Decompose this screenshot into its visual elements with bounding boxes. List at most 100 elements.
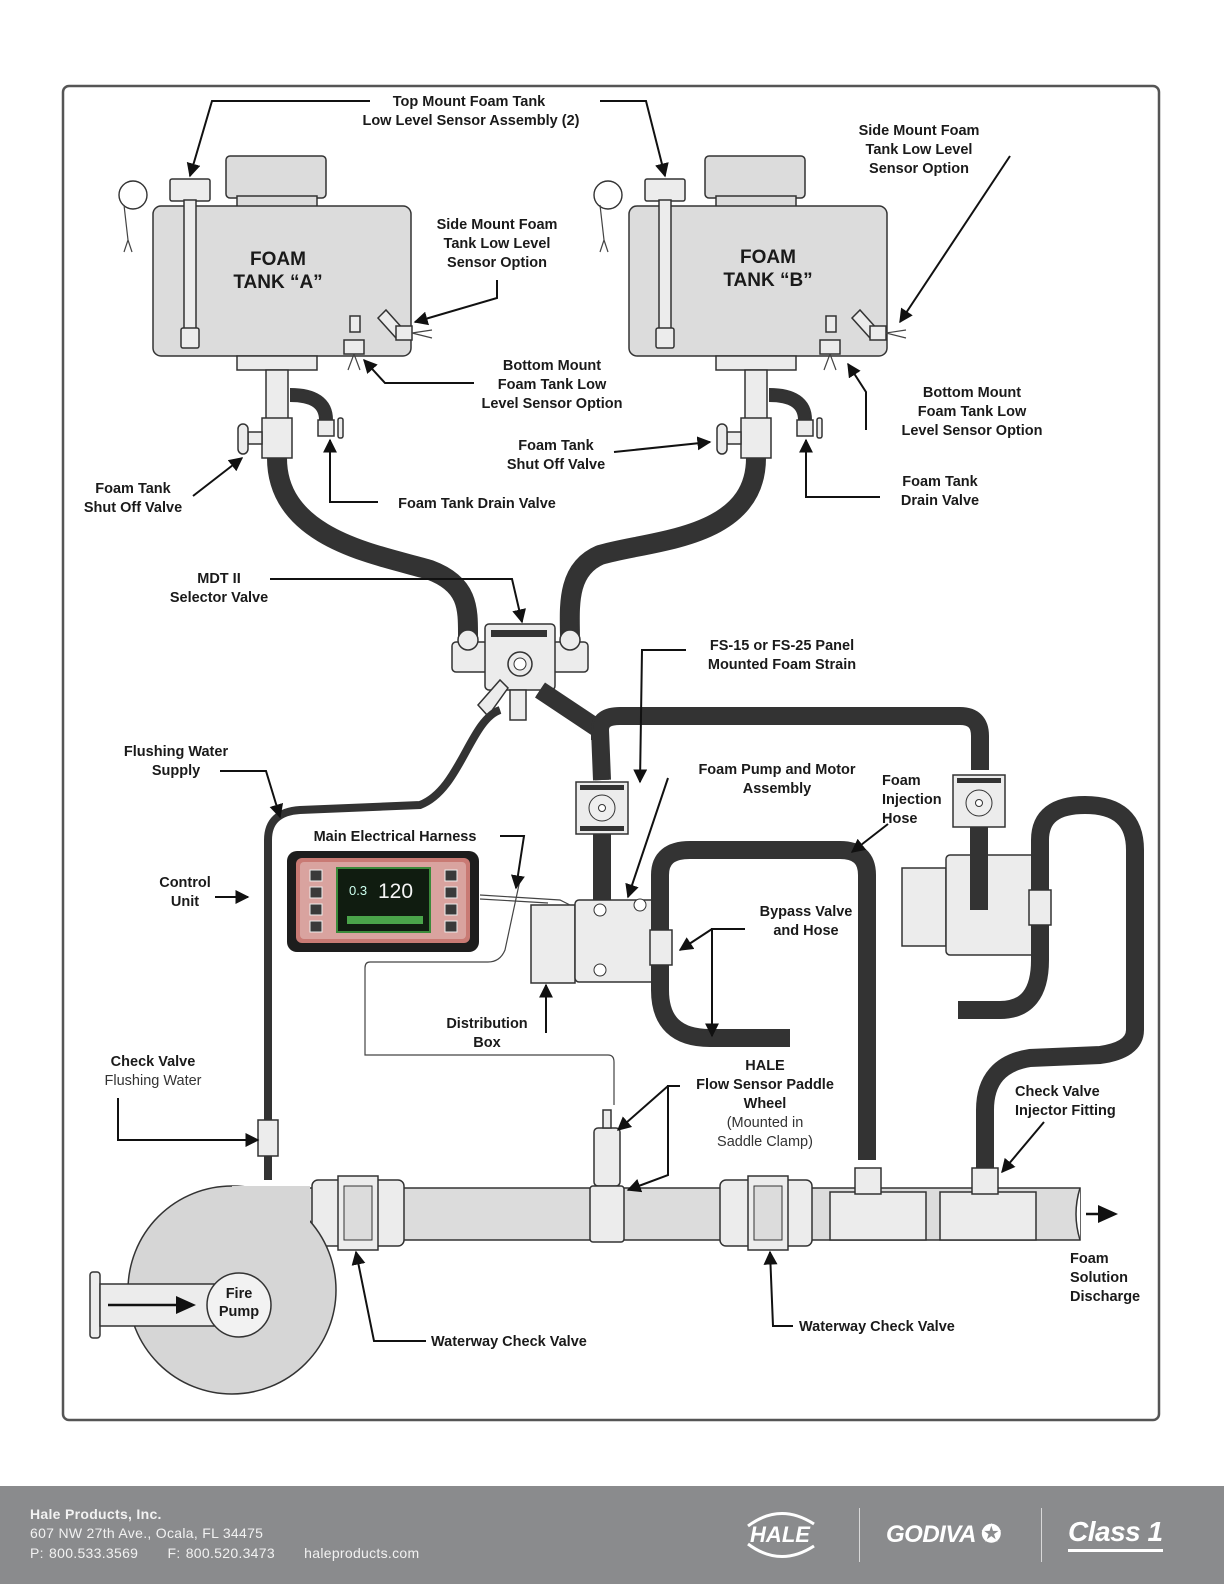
side-mount-sensor-a — [349, 308, 433, 341]
label-line: Foam Tank Drain Valve — [398, 496, 556, 512]
tank-b-label-line1: FOAM — [740, 247, 796, 268]
label-main-harness: Main Electrical Harness — [314, 829, 477, 845]
label-injection-hose: Foam Injection Hose — [882, 773, 942, 827]
tank-a-label-line2: TANK “A” — [233, 272, 322, 293]
fire-pump-label-line2: Pump — [219, 1304, 259, 1320]
label-line: Foam Tank — [518, 438, 594, 454]
hose-selector-to-injection-unit — [591, 707, 989, 770]
label-line: Level Sensor Option — [902, 423, 1043, 439]
footer-address: 607 NW 27th Ave., Ocala, FL 34475 — [30, 1525, 264, 1541]
hale-logo-text: HALE — [750, 1522, 811, 1547]
label-line: Tank Low Level — [866, 142, 973, 158]
leader-lines — [117, 100, 1045, 1342]
drain-valve-a — [289, 388, 344, 439]
label-line: Level Sensor Option — [482, 396, 623, 412]
injection-hose-right — [958, 795, 1144, 1170]
label-line: MDT II — [197, 571, 241, 587]
foam-tank-b: FOAM TANK “B” — [628, 155, 888, 371]
label-flow-sensor: HALE Flow Sensor Paddle Wheel (Mounted i… — [696, 1058, 834, 1150]
label-line: and Hose — [773, 923, 838, 939]
label-line: Flushing Water — [105, 1073, 202, 1089]
label-line: Sensor Option — [869, 161, 969, 177]
label-line: Discharge — [1070, 1289, 1140, 1305]
label-drain-valve-b: Foam Tank Drain Valve — [901, 474, 979, 509]
flushing-water-supply-line — [264, 706, 502, 1180]
logo-divider — [859, 1508, 860, 1562]
label-bottom-mount-sensor-a: Bottom Mount Foam Tank Low Level Sensor … — [482, 358, 623, 412]
label-distribution-box: Distribution Box — [446, 1016, 527, 1051]
label-line: Top Mount Foam Tank — [393, 94, 546, 110]
label-line: Foam Tank Low — [498, 377, 607, 393]
foam-pump-motor-left — [530, 834, 656, 984]
tank-a-label-line1: FOAM — [250, 249, 306, 270]
label-line: (Mounted in — [727, 1115, 804, 1131]
label-line: Bottom Mount — [503, 358, 601, 374]
label-line: Hose — [882, 811, 917, 827]
hose-tank-b-to-selector — [559, 457, 766, 641]
tank-b-label-line2: TANK “B” — [723, 270, 812, 291]
check-valve-flushing-water — [257, 1119, 279, 1157]
label-waterway-check-valve-1: Waterway Check Valve — [431, 1334, 587, 1350]
label-line: Bypass Valve — [760, 904, 853, 920]
footer-contact: P: 800.533.3569 F: 800.520.3473 haleprod… — [30, 1545, 443, 1561]
label-line: Mounted Foam Strain — [708, 657, 856, 673]
label-line: Injector Fitting — [1015, 1103, 1116, 1119]
drain-valve-b — [768, 388, 823, 439]
label-line: Foam — [1070, 1251, 1109, 1267]
label-line: Tank Low Level — [444, 236, 551, 252]
label-shutoff-valve-a: Foam Tank Shut Off Valve — [84, 481, 182, 516]
label-line: Check Valve — [1015, 1084, 1100, 1100]
injection-tee-fittings — [829, 1167, 1037, 1241]
control-unit: 0.3 120 — [287, 851, 479, 952]
class1-logo: Class 1 — [1068, 1516, 1163, 1552]
label-line: Solution — [1070, 1270, 1128, 1286]
footer: Hale Products, Inc. 607 NW 27th Ave., Oc… — [0, 1486, 1224, 1584]
label-line: Unit — [171, 894, 199, 910]
label-line: Assembly — [743, 781, 812, 797]
godiva-star-icon: ✪ — [981, 1521, 1001, 1548]
mdt-ii-selector-valve — [451, 623, 589, 721]
fire-pump: Fire Pump — [89, 1185, 337, 1395]
bypass-valve-hose — [649, 841, 876, 1160]
label-line: FS-15 or FS-25 Panel — [710, 638, 854, 654]
waterway-check-valve-1 — [311, 1175, 405, 1251]
label-foam-discharge: Foam Solution Discharge — [1070, 1251, 1140, 1305]
label-line: Saddle Clamp) — [717, 1134, 813, 1150]
label-line: Foam Pump and Motor — [698, 762, 855, 778]
bottom-mount-sensor-a — [343, 339, 365, 371]
label-line: Foam Tank — [95, 481, 171, 497]
class1-logo-text: Class 1 — [1068, 1516, 1163, 1547]
hose-tank-a-to-selector — [267, 457, 479, 641]
label-line: Control — [159, 875, 211, 891]
label-line: Low Level Sensor Assembly (2) — [362, 113, 579, 129]
label-line: Check Valve — [111, 1054, 196, 1070]
label-line: Side Mount Foam — [859, 123, 980, 139]
godiva-logo: GODIVA ✪ — [886, 1520, 1001, 1549]
top-mount-sensor-a — [118, 178, 211, 349]
label-line: Wheel — [744, 1096, 787, 1112]
label-line: HALE — [745, 1058, 785, 1074]
bottom-mount-sensor-b — [819, 339, 841, 371]
label-control-unit: Control Unit — [159, 875, 211, 910]
top-mount-sensor-b — [593, 178, 686, 349]
label-line: Foam Tank Low — [918, 404, 1027, 420]
label-waterway-check-valve-2: Waterway Check Valve — [799, 1319, 955, 1335]
footer-company: Hale Products, Inc. — [30, 1506, 162, 1522]
control-display-small-value: 0.3 — [349, 883, 367, 898]
label-top-mount-sensor: Top Mount Foam Tank Low Level Sensor Ass… — [362, 94, 579, 129]
side-mount-sensor-b — [825, 308, 907, 341]
label-line: Shut Off Valve — [84, 500, 182, 516]
label-line: Foam Tank — [902, 474, 978, 490]
godiva-logo-text: GODIVA — [886, 1521, 976, 1548]
label-strainer: FS-15 or FS-25 Panel Mounted Foam Strain — [708, 638, 856, 673]
label-line: Waterway Check Valve — [799, 1319, 955, 1335]
label-line: Flushing Water — [124, 744, 229, 760]
label-shutoff-valve-b: Foam Tank Shut Off Valve — [507, 438, 605, 473]
label-line: Flow Sensor Paddle — [696, 1077, 834, 1093]
label-line: Foam — [882, 773, 921, 789]
label-line: Waterway Check Valve — [431, 1334, 587, 1350]
foam-tank-a: FOAM TANK “A” — [152, 155, 412, 371]
footer-website-link[interactable]: haleproducts.com — [304, 1545, 420, 1561]
label-line: Selector Valve — [170, 590, 268, 606]
label-line: Box — [473, 1035, 500, 1051]
